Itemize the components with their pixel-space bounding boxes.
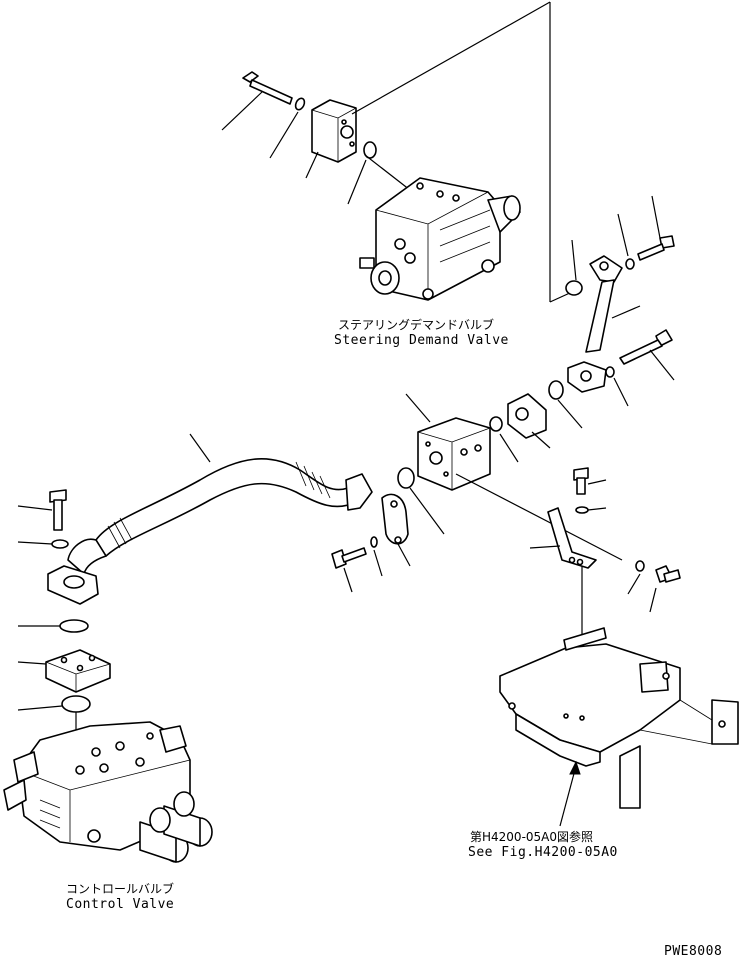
hose-icon bbox=[47, 458, 373, 605]
top-washer-icon bbox=[294, 97, 306, 111]
figure-reference-label-jp: 第H4200-05A0図参照 bbox=[470, 830, 594, 844]
right-bolt-vertical-icon bbox=[573, 467, 589, 495]
left-washer-icon bbox=[51, 539, 69, 549]
control-valve-label-jp: コントロールバルブ bbox=[66, 882, 175, 896]
left-bolt-icon bbox=[49, 489, 67, 531]
right-washer-lower-icon bbox=[605, 366, 615, 378]
drawing-code: PWE8008 bbox=[664, 944, 723, 959]
bracket-washer-icon bbox=[635, 560, 645, 572]
center-flange-block-icon bbox=[417, 417, 491, 491]
top-flange-block-icon bbox=[311, 99, 357, 163]
bracket-bolt-icon bbox=[655, 565, 681, 583]
right-washer-upper-icon bbox=[625, 258, 635, 270]
steering-demand-valve-label: Steering Demand Valve bbox=[334, 333, 509, 348]
left-o-ring-lower-icon bbox=[61, 695, 91, 713]
control-valve-icon bbox=[3, 721, 213, 863]
bracket-icon bbox=[547, 507, 597, 569]
top-o-ring-icon bbox=[363, 141, 377, 159]
split-flange-icon bbox=[507, 393, 547, 439]
middle-o-ring-icon bbox=[548, 380, 564, 400]
right-bolt-upper-icon bbox=[637, 235, 675, 261]
top-bolt-icon bbox=[242, 71, 293, 105]
steering-demand-valve-icon bbox=[359, 177, 521, 301]
mounting-plate-icon bbox=[499, 627, 739, 809]
left-flange-plate-icon bbox=[45, 649, 111, 693]
right-o-ring-upper-icon bbox=[565, 280, 583, 296]
middle-washer-icon bbox=[370, 536, 378, 548]
steering-demand-valve-label-jp: ステアリングデマンドバルブ bbox=[338, 318, 495, 332]
half-clamp-icon bbox=[381, 493, 409, 545]
left-o-ring-upper-icon bbox=[59, 619, 89, 633]
middle-bolt-icon bbox=[331, 547, 367, 569]
control-valve-label: Control Valve bbox=[66, 897, 175, 912]
right-bolt-lower-icon bbox=[619, 329, 673, 365]
right-washer-vertical-icon bbox=[575, 506, 589, 514]
steel-pipe-icon bbox=[567, 255, 623, 393]
small-o-ring-icon bbox=[489, 416, 503, 432]
center-o-ring-icon bbox=[397, 467, 415, 489]
figure-reference-label: See Fig.H4200-05A0 bbox=[468, 845, 618, 860]
